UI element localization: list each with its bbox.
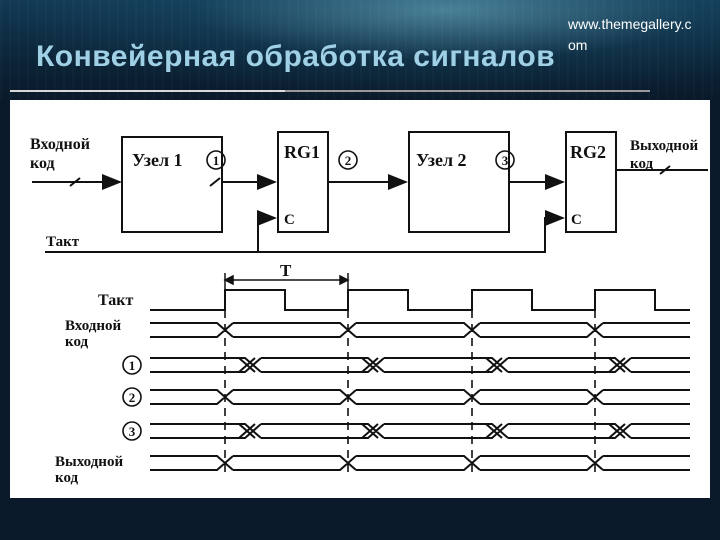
pipeline-diagram: Входной код Узел 1 RG1 C Узел 2 RG2 C Вы… xyxy=(30,131,708,486)
output-code-label-1: Выходной xyxy=(630,138,698,154)
output-code-label-2: код xyxy=(630,156,654,172)
timing-output-label-1: Выходной xyxy=(55,454,123,470)
rg1-clock-pin: C xyxy=(284,212,295,228)
timing-output-label-2: код xyxy=(55,470,79,486)
signal-1-trace xyxy=(150,357,690,373)
period-label: T xyxy=(280,261,292,280)
signal-3-cross-1 xyxy=(361,423,379,439)
clock-waveform xyxy=(150,289,690,311)
input-code-label-1: Входной xyxy=(30,136,90,153)
node2-label: Узел 2 xyxy=(416,150,467,170)
signal-3-cross-0 xyxy=(238,423,256,439)
diagram-panel: Входной код Узел 1 RG1 C Узел 2 RG2 C Вы… xyxy=(10,100,710,498)
node1-bus-tick xyxy=(209,177,221,187)
signal-3-cross-3 xyxy=(608,423,626,439)
website-label: www.themegallery.com xyxy=(568,16,692,53)
rg1-label: RG1 xyxy=(284,142,320,162)
signal-2-trace xyxy=(150,389,690,405)
svg-text:2: 2 xyxy=(345,153,352,168)
timing-marker-2: 2 xyxy=(122,387,142,407)
rg2-label: RG2 xyxy=(570,142,606,162)
timing-clock-label: Такт xyxy=(98,292,133,309)
svg-text:1: 1 xyxy=(213,153,220,168)
input-code-trace xyxy=(150,322,690,338)
rg2-clock-pin: C xyxy=(571,212,582,228)
signal-1-cross-1 xyxy=(361,357,379,373)
timing-traces xyxy=(150,289,690,472)
header-background xyxy=(0,0,720,100)
period-marker xyxy=(223,273,350,290)
title-underline-dark xyxy=(285,90,650,92)
output-code-trace xyxy=(150,455,690,471)
header-texture xyxy=(0,0,720,100)
output-bus-tick xyxy=(659,165,671,175)
block-diagram xyxy=(32,131,708,253)
signal-1-cross-0 xyxy=(238,357,256,373)
clock-to-rg2-line xyxy=(258,210,565,253)
input-code-label-2: код xyxy=(30,155,55,172)
signal-1-cross-2 xyxy=(485,357,503,373)
marker-2-top: 2 xyxy=(338,150,358,170)
clock-label: Такт xyxy=(46,234,80,250)
signal-3-trace xyxy=(150,423,690,439)
input-bus-tick xyxy=(69,177,81,187)
footer-band xyxy=(0,498,720,540)
svg-text:3: 3 xyxy=(502,153,509,168)
svg-text:1: 1 xyxy=(129,358,136,373)
node1-box xyxy=(121,136,223,233)
svg-text:2: 2 xyxy=(129,390,136,405)
rg2-box xyxy=(565,131,617,233)
timing-marker-1: 1 xyxy=(122,355,142,375)
signal-1-cross-3 xyxy=(608,357,626,373)
node2-box xyxy=(408,131,510,233)
page-title: Конвейерная обработка сигналов xyxy=(36,40,556,73)
timing-input-label-1: Входной xyxy=(65,318,122,334)
node1-label: Узел 1 xyxy=(132,150,183,170)
marker-3-top: 3 xyxy=(495,150,515,170)
svg-text:3: 3 xyxy=(129,424,136,439)
timing-input-label-2: код xyxy=(65,334,89,350)
timing-marker-3: 3 xyxy=(122,421,142,441)
signal-3-cross-2 xyxy=(485,423,503,439)
clock-to-rg1-line xyxy=(45,210,277,253)
title-underline-light xyxy=(10,90,285,92)
marker-1-top: 1 xyxy=(206,150,226,170)
